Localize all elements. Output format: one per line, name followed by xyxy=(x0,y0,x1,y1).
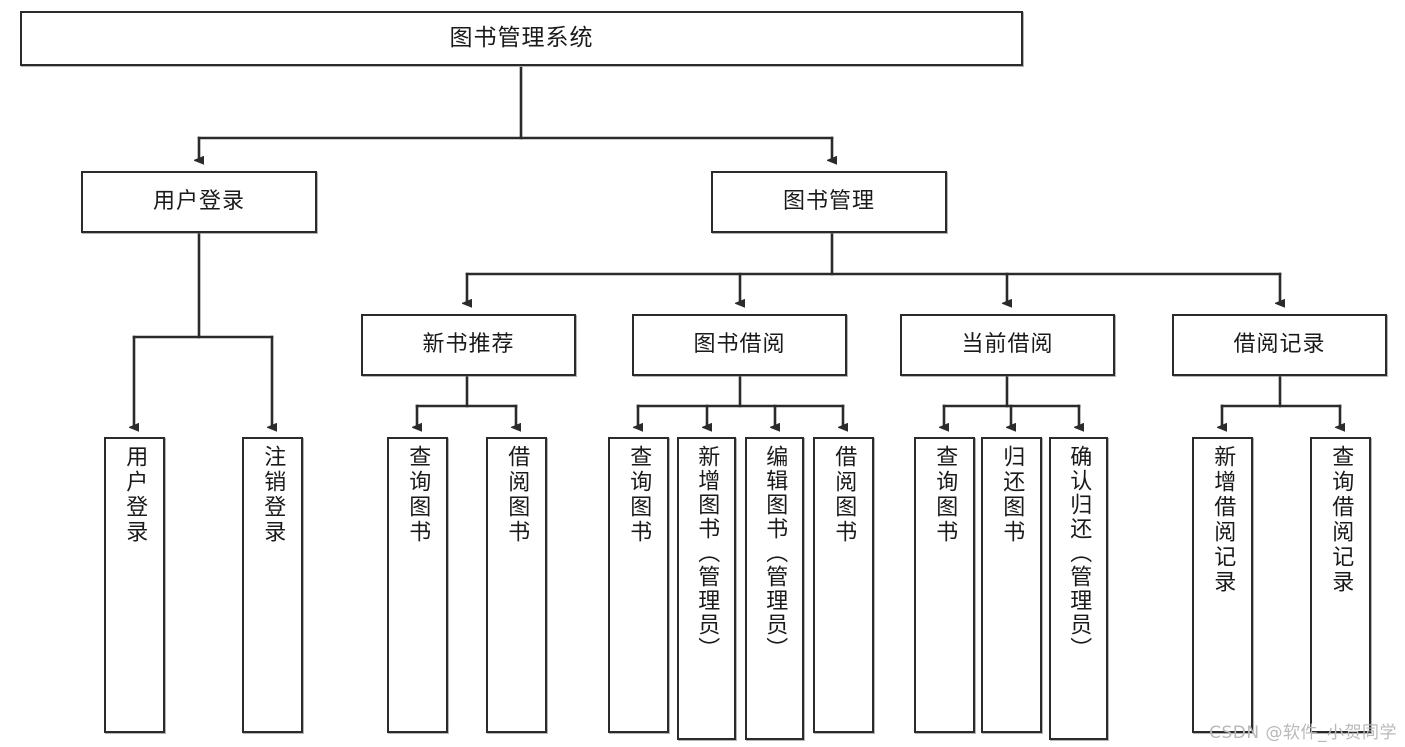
node-leaf-borrow-book-2[interactable]: 借阅图书 xyxy=(813,437,874,733)
node-leaf-query-book-2[interactable]: 查询图书 xyxy=(608,437,669,733)
node-leaf-logout-login-label: 注销登录 xyxy=(260,445,286,545)
node-leaf-query-book-3-label: 查询图书 xyxy=(932,445,958,545)
node-leaf-edit-book-label: 编辑图书（管理员） xyxy=(762,445,788,661)
node-leaf-query-book-3[interactable]: 查询图书 xyxy=(914,437,975,733)
node-leaf-add-book[interactable]: 新增图书（管理员） xyxy=(677,437,736,740)
node-book-borrow[interactable]: 图书借阅 xyxy=(632,314,847,376)
node-user-login[interactable]: 用户登录 xyxy=(81,171,317,233)
node-leaf-query-record-label: 查询借阅记录 xyxy=(1328,445,1354,595)
node-leaf-user-login[interactable]: 用户登录 xyxy=(104,437,165,733)
node-leaf-borrow-book-2-label: 借阅图书 xyxy=(831,445,857,545)
node-leaf-return-book-label: 归还图书 xyxy=(999,445,1025,545)
node-leaf-confirm-return[interactable]: 确认归还（管理员） xyxy=(1049,437,1108,740)
node-leaf-edit-book[interactable]: 编辑图书（管理员） xyxy=(745,437,804,740)
node-root-system[interactable]: 图书管理系统 xyxy=(20,11,1023,66)
node-user-login-label: 用户登录 xyxy=(152,188,245,214)
node-borrow-record-label: 借阅记录 xyxy=(1233,331,1326,357)
node-leaf-return-book[interactable]: 归还图书 xyxy=(981,437,1042,733)
node-leaf-add-book-label: 新增图书（管理员） xyxy=(694,445,720,661)
node-book-manage-label: 图书管理 xyxy=(782,188,875,214)
node-leaf-query-book-1-label: 查询图书 xyxy=(405,445,431,545)
node-current-borrow-label: 当前借阅 xyxy=(961,331,1054,357)
node-borrow-record[interactable]: 借阅记录 xyxy=(1172,314,1387,376)
node-leaf-add-record-label: 新增借阅记录 xyxy=(1210,445,1236,595)
node-current-borrow[interactable]: 当前借阅 xyxy=(900,314,1115,376)
node-leaf-user-login-label: 用户登录 xyxy=(122,445,148,545)
node-new-book-recommend-label: 新书推荐 xyxy=(422,331,515,357)
node-new-book-recommend[interactable]: 新书推荐 xyxy=(361,314,576,376)
node-leaf-borrow-book-1-label: 借阅图书 xyxy=(504,445,530,545)
node-root-system-label: 图书管理系统 xyxy=(449,24,594,51)
node-leaf-query-book-1[interactable]: 查询图书 xyxy=(387,437,448,733)
node-leaf-add-record[interactable]: 新增借阅记录 xyxy=(1192,437,1253,733)
csdn-watermark: CSDN @软件_小贺同学 xyxy=(1209,723,1397,743)
node-leaf-borrow-book-1[interactable]: 借阅图书 xyxy=(486,437,547,733)
node-book-manage[interactable]: 图书管理 xyxy=(711,171,947,233)
node-leaf-query-book-2-label: 查询图书 xyxy=(626,445,652,545)
node-leaf-logout-login[interactable]: 注销登录 xyxy=(242,437,303,733)
node-leaf-confirm-return-label: 确认归还（管理员） xyxy=(1066,445,1092,661)
node-book-borrow-label: 图书借阅 xyxy=(693,331,786,357)
node-leaf-query-record[interactable]: 查询借阅记录 xyxy=(1310,437,1371,733)
